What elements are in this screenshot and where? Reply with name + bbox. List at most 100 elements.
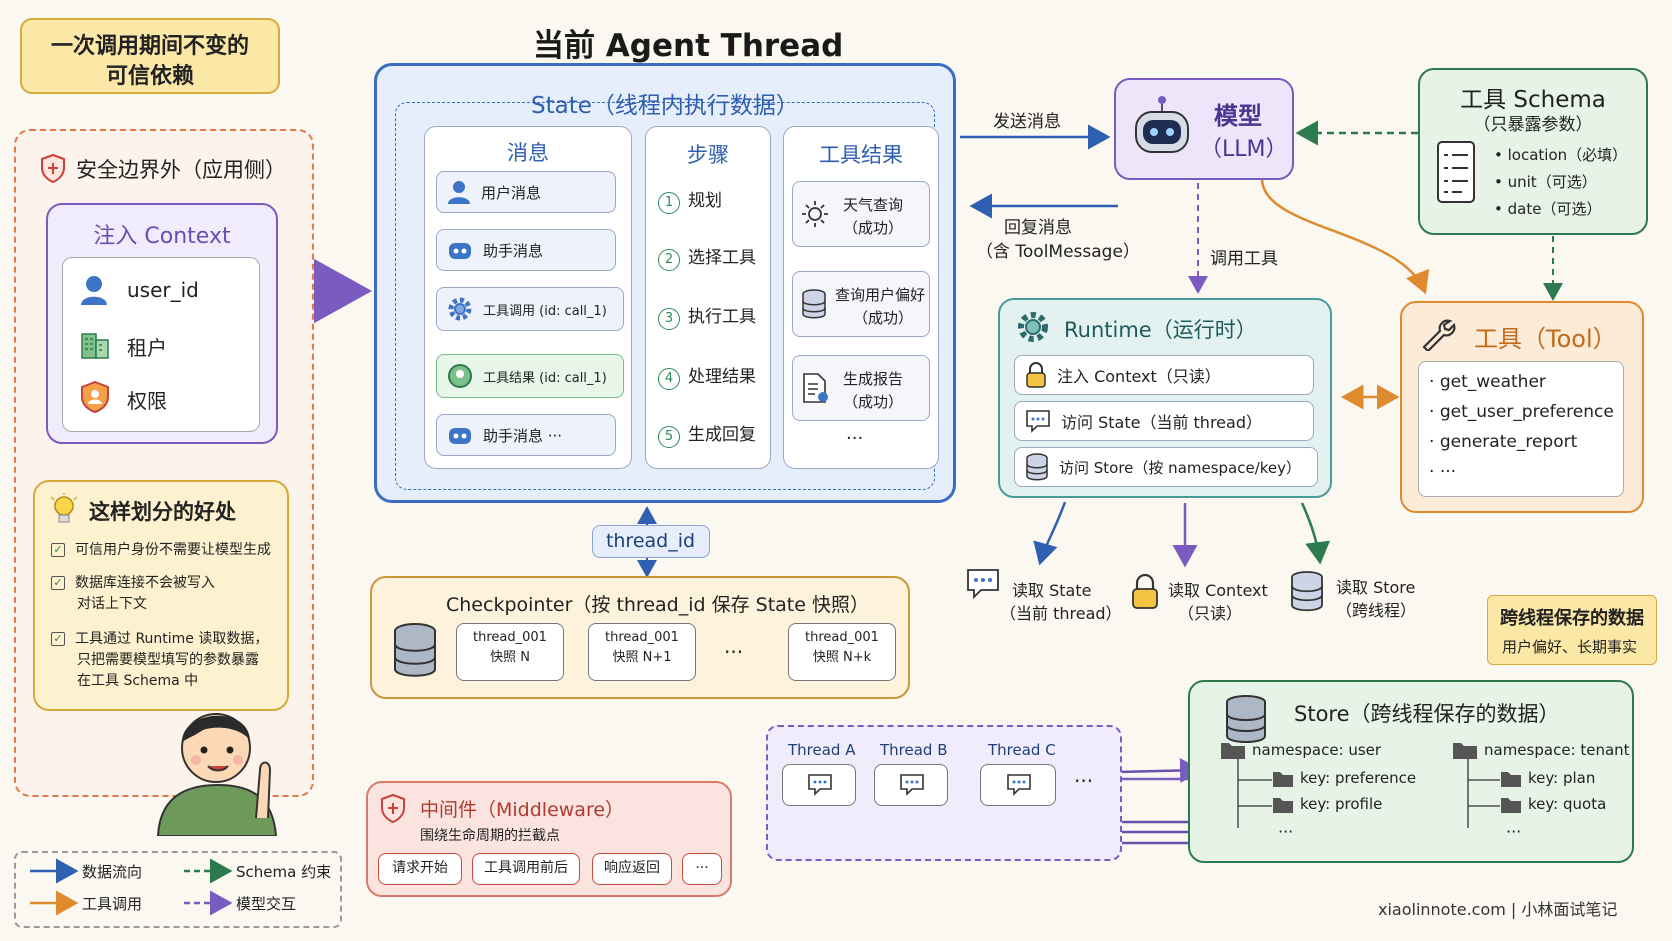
tool-schema-card: 工具 Schema （只暴露参数） • location（必填） • unit（… bbox=[1418, 68, 1648, 235]
schema-param-text: date（可选） bbox=[1507, 200, 1602, 218]
middleware-more: ··· bbox=[682, 853, 722, 885]
runtime-access-store: 访问 Store（按 namespace/key） bbox=[1014, 447, 1318, 487]
store-ns-user: namespace: user bbox=[1252, 741, 1382, 759]
chat-icon bbox=[899, 773, 925, 801]
page-title: 当前 Agent Thread bbox=[533, 28, 844, 64]
schema-param-text: location（必填） bbox=[1507, 146, 1628, 164]
benefit-item: ✓可信用户身份不需要让模型生成 bbox=[51, 540, 271, 560]
cross-thread-subtitle: 用户偏好、长期事实 bbox=[1502, 638, 1638, 656]
legend-schema: Schema 约束 bbox=[236, 863, 332, 881]
chat-icon bbox=[1025, 409, 1051, 433]
message-label: 工具调用 (id: call_1) bbox=[483, 303, 607, 319]
folder-icon bbox=[1272, 796, 1294, 818]
schema-subtitle: （只暴露参数） bbox=[1473, 115, 1593, 135]
middleware-title: 中间件（Middleware） bbox=[420, 799, 625, 821]
middleware-tool-call-around: 工具调用前后 bbox=[472, 853, 580, 885]
tool-item-text: ··· bbox=[1439, 462, 1457, 482]
step-label: 选择工具 bbox=[688, 248, 756, 268]
context-title: 注入 Context bbox=[93, 224, 231, 249]
benefit-text: 工具通过 Runtime 读取数据， bbox=[75, 631, 269, 647]
store-key: key: plan bbox=[1528, 769, 1596, 787]
context-permission: 权限 bbox=[127, 389, 167, 413]
tool-result-weather: 天气查询 （成功） bbox=[792, 181, 930, 247]
benefits-card: 这样划分的好处 ✓可信用户身份不需要让模型生成 ✓数据库连接不会被写入 对话上下… bbox=[33, 480, 289, 711]
tool-item: · get_weather bbox=[1429, 372, 1546, 392]
trust-note-card: 一次调用期间不变的 可信依赖 bbox=[20, 18, 280, 94]
snapshot-label: 快照 N bbox=[490, 650, 530, 665]
tool-item: · generate_report bbox=[1429, 432, 1578, 452]
user-icon bbox=[79, 274, 109, 310]
context-card: 注入 Context user_id 租户 权限 bbox=[46, 203, 278, 444]
database-icon bbox=[1224, 694, 1268, 748]
thread-card-c bbox=[980, 764, 1056, 806]
security-title: 安全边界外（应用侧） bbox=[76, 158, 286, 182]
context-tenant: 租户 bbox=[127, 336, 167, 360]
read-store-label: 读取 Store bbox=[1336, 578, 1416, 597]
folder-icon bbox=[1500, 796, 1522, 818]
store-key: key: quota bbox=[1528, 795, 1607, 813]
tool-result-name: 天气查询 bbox=[843, 196, 904, 214]
threads-store-arrow bbox=[1117, 757, 1203, 783]
tool-result-status: （成功） bbox=[843, 219, 904, 237]
tool-title: 工具（Tool） bbox=[1474, 325, 1617, 353]
schema-param: • date（可选） bbox=[1494, 200, 1602, 218]
cross-thread-title: 跨线程保存的数据 bbox=[1500, 608, 1644, 629]
snapshot-ellipsis: ··· bbox=[724, 640, 744, 664]
store-tenant-more: ··· bbox=[1506, 822, 1522, 841]
step-number: 4 bbox=[658, 367, 680, 390]
thread-id-label: thread_id bbox=[605, 530, 696, 552]
message-user: 用户消息 bbox=[436, 171, 616, 213]
step-label: 处理结果 bbox=[688, 367, 756, 387]
step-number: 5 bbox=[658, 425, 680, 448]
steps-column: 步骤 bbox=[645, 126, 771, 469]
message-tool-call: 工具调用 (id: call_1) bbox=[436, 287, 624, 331]
folder-icon bbox=[1500, 770, 1522, 792]
gear-icon bbox=[447, 296, 473, 322]
reply-message-sublabel: （含 ToolMessage） bbox=[976, 242, 1140, 262]
runtime-access-state: 访问 State（当前 thread） bbox=[1014, 401, 1314, 441]
tool-item: · get_user_preference bbox=[1429, 402, 1614, 422]
model-to-tool-arrow bbox=[1260, 179, 1430, 295]
thread-label: Thread A bbox=[788, 741, 856, 759]
check-icon: ✓ bbox=[51, 576, 65, 590]
schema-param-text: unit（可选） bbox=[1507, 173, 1597, 191]
gear-icon bbox=[1016, 310, 1050, 348]
checkpointer-title: Checkpointer（按 thread_id 保存 State 快照） bbox=[446, 594, 869, 616]
message-tool-result: 工具结果 (id: call_1) bbox=[436, 354, 624, 398]
runtime-title: Runtime（运行时） bbox=[1064, 318, 1257, 342]
model-subtitle: （LLM） bbox=[1200, 137, 1288, 162]
legend-model-interaction: 模型交互 bbox=[236, 895, 297, 913]
cross-thread-note: 跨线程保存的数据 用户偏好、长期事实 bbox=[1487, 595, 1657, 665]
benefit-item: ✓工具通过 Runtime 读取数据， 只把需要模型填写的参数暴露 在工具 Sc… bbox=[51, 629, 268, 692]
trust-note-line2: 可信依赖 bbox=[105, 64, 194, 89]
tool-result-status: （成功） bbox=[853, 309, 914, 327]
benefit-item: ✓ 数据库连接不会被写入 对话上下文 bbox=[51, 573, 215, 615]
tool-result-status: （成功） bbox=[843, 393, 904, 411]
check-icon: ✓ bbox=[51, 632, 65, 646]
context-user-id: user_id bbox=[127, 278, 199, 302]
tool-result-icon bbox=[447, 363, 473, 389]
message-label: 工具结果 (id: call_1) bbox=[483, 370, 607, 386]
step-label: 执行工具 bbox=[688, 307, 756, 327]
building-icon bbox=[79, 328, 111, 364]
tool-item: · ··· bbox=[1429, 462, 1457, 482]
messages-title: 消息 bbox=[507, 141, 549, 165]
tool-result-name: 查询用户偏好 bbox=[835, 286, 926, 304]
middleware-subtitle: 围绕生命周期的拦截点 bbox=[420, 828, 560, 844]
tool-result-report: 生成报告 （成功） bbox=[792, 355, 930, 421]
chat-icon bbox=[807, 773, 833, 801]
benefit-text: 对话上下文 bbox=[77, 596, 147, 612]
benefit-text: 数据库连接不会被写入 bbox=[75, 575, 215, 591]
database-icon bbox=[1025, 453, 1049, 481]
tool-result-preference: 查询用户偏好 （成功） bbox=[792, 271, 930, 337]
context-items: user_id 租户 权限 bbox=[62, 257, 260, 432]
store-ns-tenant: namespace: tenant bbox=[1484, 741, 1630, 759]
folder-icon bbox=[1272, 770, 1294, 792]
tool-item-text: generate_report bbox=[1439, 432, 1578, 452]
boy-illustration bbox=[148, 700, 288, 840]
